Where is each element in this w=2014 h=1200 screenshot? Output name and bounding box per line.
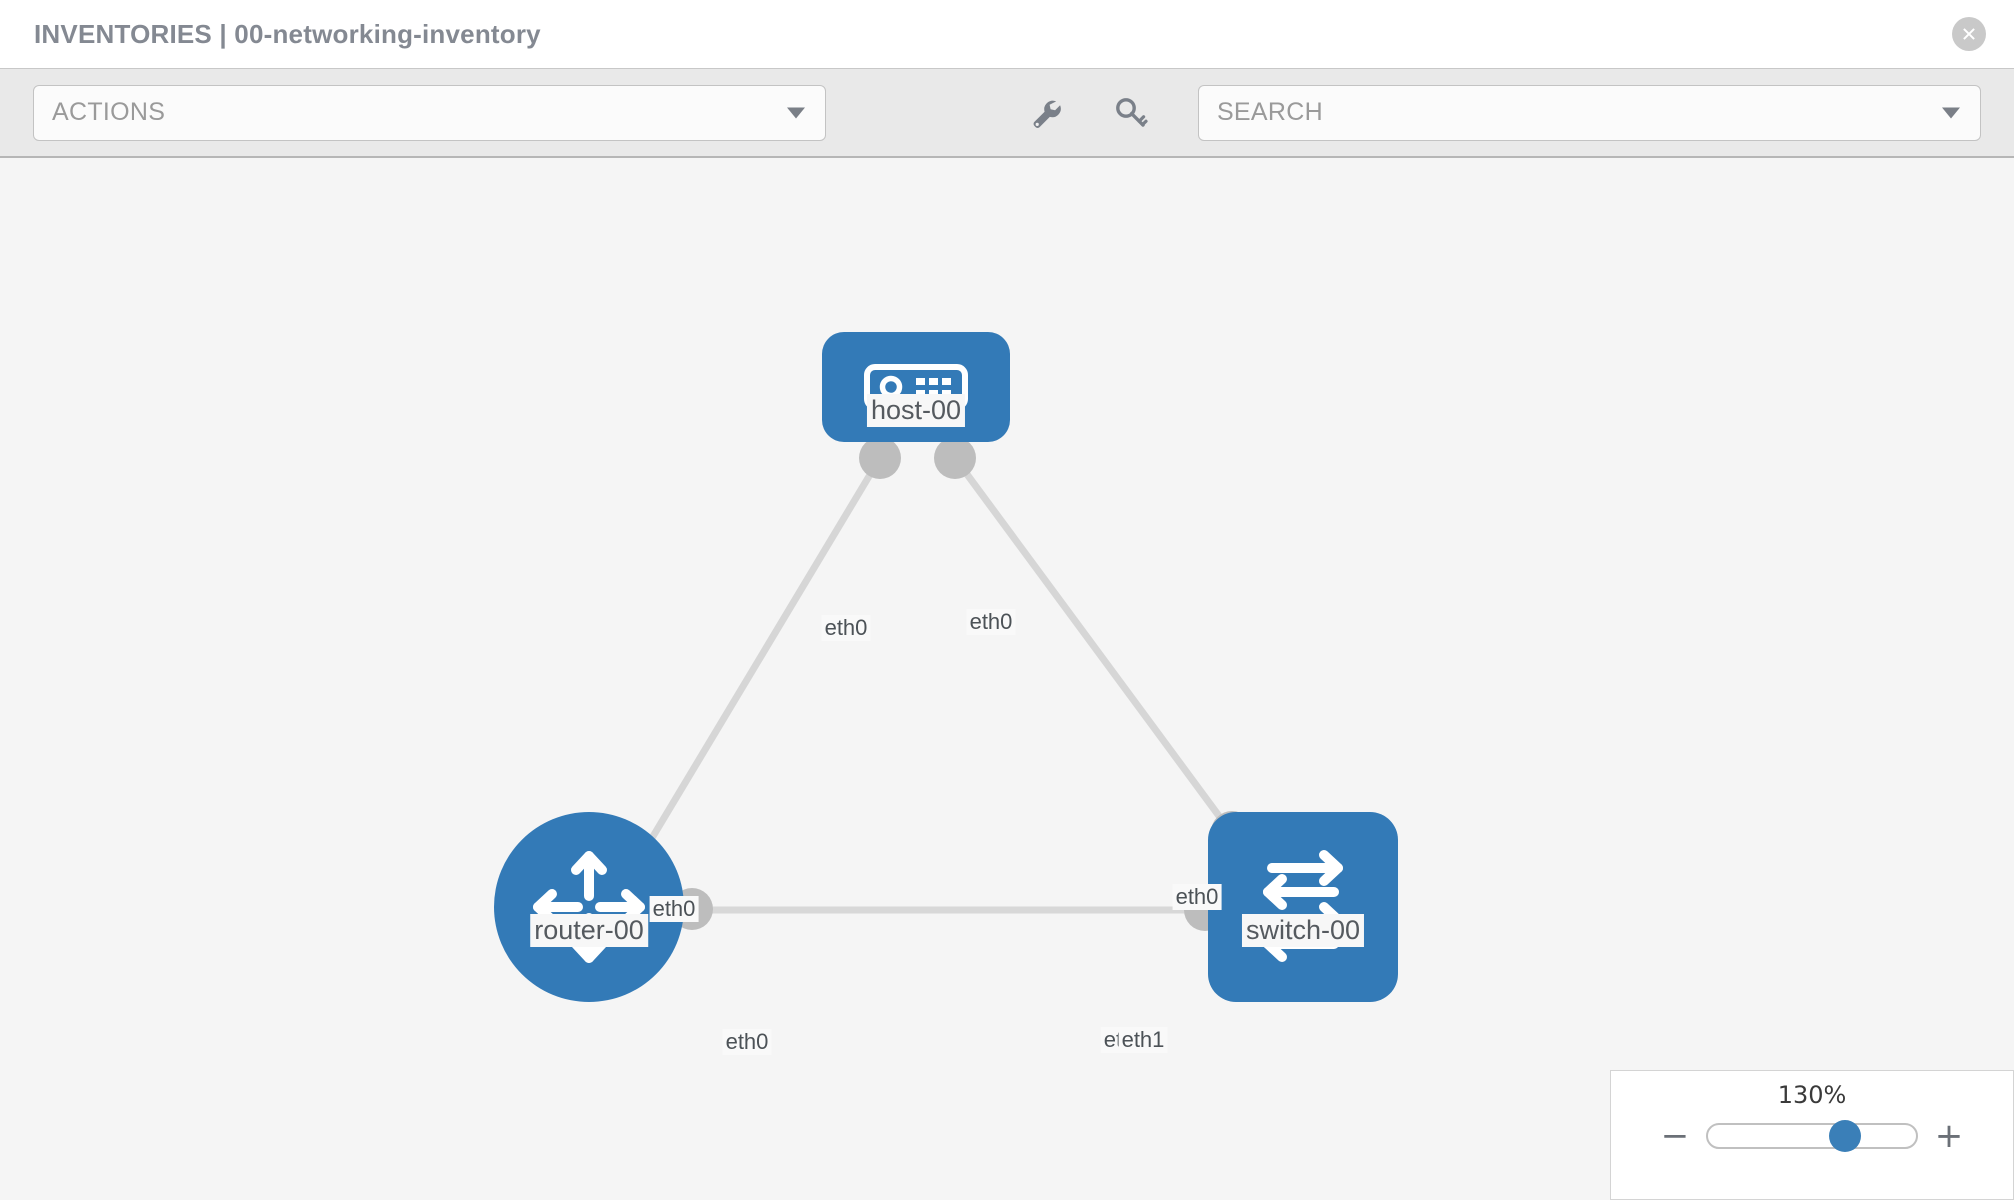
search-input[interactable]: SEARCH [1197, 84, 1981, 141]
link-host-switch [952, 455, 1253, 861]
search-chevron-down-icon[interactable] [1942, 107, 1960, 118]
actions-dropdown[interactable]: ACTIONS [33, 84, 826, 141]
zoom-slider-thumb[interactable] [1829, 1120, 1862, 1152]
topology-canvas[interactable]: host-00 router-00 [0, 158, 2014, 1200]
key-icon[interactable] [1110, 92, 1152, 134]
chevron-down-icon [786, 107, 805, 118]
node-host-00-label: host-00 [866, 394, 966, 427]
edge-label-router-up: eth0 [649, 896, 699, 922]
edge-label-router-right: eth0 [722, 1029, 772, 1055]
actions-dropdown-label: ACTIONS [52, 98, 166, 126]
zoom-out-button[interactable]: − [1660, 1116, 1690, 1156]
edge-label-host-right: eth0 [966, 609, 1016, 635]
node-switch-00-label: switch-00 [1241, 914, 1365, 947]
edge-label-host-left: eth0 [821, 615, 871, 641]
port-host-left[interactable] [859, 437, 901, 479]
router-arrows-icon [533, 851, 645, 963]
link-host-router [636, 456, 884, 860]
switch-arrows-icon [1263, 850, 1343, 962]
node-switch-00[interactable]: switch-00 [1208, 812, 1398, 1002]
page-header: INVENTORIES | 00-networking-inventory [0, 0, 2014, 68]
topology-graph: host-00 router-00 [0, 158, 2014, 1200]
wrench-icon[interactable] [1024, 92, 1066, 134]
zoom-control-panel: 130% − + [1610, 1070, 2014, 1200]
toolbar: ACTIONS SEARCH [0, 68, 2014, 158]
zoom-level-label: 130% [1777, 1081, 1847, 1109]
edge-label-switch-up: eth0 [1172, 884, 1222, 910]
zoom-in-button[interactable]: + [1934, 1116, 1964, 1156]
zoom-slider-track[interactable] [1706, 1120, 1918, 1152]
close-icon[interactable] [1952, 17, 1986, 51]
zoom-slider-row: − + [1611, 1116, 2013, 1156]
port-host-right[interactable] [934, 437, 976, 479]
node-switch-00-shape[interactable] [1208, 812, 1398, 1002]
node-host-00[interactable]: host-00 [822, 332, 1010, 442]
toolbar-icon-group [1024, 92, 1152, 134]
search-placeholder: SEARCH [1216, 98, 1323, 126]
page-title: INVENTORIES | 00-networking-inventory [34, 18, 541, 49]
edge-label-switch-eth1: eth1 [1118, 1027, 1168, 1053]
node-router-00-label: router-00 [530, 914, 648, 947]
